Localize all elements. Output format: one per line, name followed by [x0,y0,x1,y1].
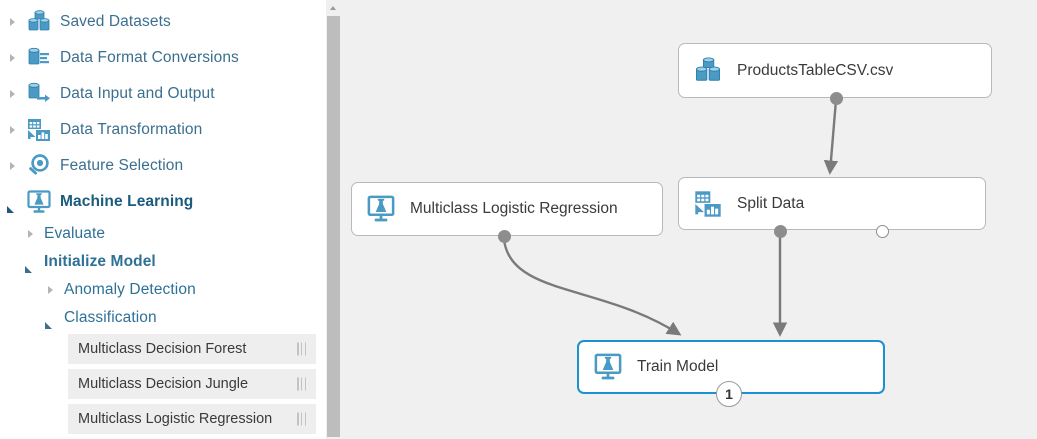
tree-item-label: Data Format Conversions [60,49,239,66]
module-item-label: Multiclass Decision Jungle [78,376,249,392]
scrollbar-thumb[interactable] [327,16,340,437]
module-item-label: Multiclass Decision Forest [78,341,247,357]
tree-item-machine-learning[interactable]: Machine Learning [6,184,193,220]
tree-item-saved-datasets[interactable]: Saved Datasets [6,4,171,40]
chevron-right-icon[interactable] [6,123,20,137]
chevron-right-icon[interactable] [44,283,58,297]
tree-item-label: Data Transformation [60,121,203,138]
tree-item-data-format-conversions[interactable]: Data Format Conversions [6,40,239,76]
module-item-multiclass-decision-forest[interactable]: Multiclass Decision Forest [68,334,316,364]
data-io-icon [26,81,52,107]
chevron-right-icon[interactable] [6,159,20,173]
module-item-multiclass-logistic-regression[interactable]: Multiclass Logistic Regression [68,404,316,434]
machine-learning-icon [26,189,52,215]
tree-item-label: Initialize Model [44,253,156,270]
tree-item-label: Classification [64,309,157,326]
drag-handle-icon[interactable] [297,377,306,391]
tree-item-feature-selection[interactable]: Feature Selection [6,148,183,184]
drag-handle-icon[interactable] [297,342,306,356]
chevron-down-icon[interactable] [6,195,20,213]
chevron-right-icon[interactable] [6,51,20,65]
chevron-right-icon[interactable] [6,87,20,101]
edge-products-csv-to-split-data[interactable] [823,99,839,175]
tree-item-label: Evaluate [44,225,106,242]
tree-item-evaluate[interactable]: Evaluate [24,216,105,252]
data-transform-icon [693,189,723,219]
drag-handle-icon[interactable] [297,412,306,426]
machine-learning-icon [593,352,623,382]
tree-item-label: Feature Selection [60,157,184,174]
feature-select-icon [26,153,52,179]
module-item-label: Multiclass Logistic Regression [78,411,273,427]
canvas-node-label: Train Model [637,358,719,375]
chevron-down-icon[interactable] [44,311,58,329]
canvas-node-split-data[interactable]: Split Data [678,177,986,230]
canvas-node-products-csv[interactable]: ProductsTableCSV.csv [678,43,992,98]
machine-learning-icon [366,194,396,224]
port-output-products-csv[interactable] [829,91,843,105]
chevron-right-icon[interactable] [6,15,20,29]
canvas-node-label: Multiclass Logistic Regression [410,200,618,217]
format-convert-icon [26,45,52,71]
port-output-multiclass-logistic-regression[interactable] [497,229,511,243]
tree-item-label: Saved Datasets [60,13,171,30]
node-status-badge[interactable]: 1 [716,381,742,407]
chevron-right-icon[interactable] [24,227,38,241]
datasets-icon [26,9,52,35]
tree-item-anomaly-detection[interactable]: Anomaly Detection [44,272,196,308]
tree-item-data-transformation[interactable]: Data Transformation [6,112,202,148]
data-transform-icon [26,117,52,143]
sidebar-vertical-scrollbar[interactable] [326,0,341,439]
tree-item-label: Machine Learning [60,193,194,210]
chevron-down-icon[interactable] [24,255,38,273]
scroll-up-arrow-icon[interactable] [326,0,341,14]
edge-multiclass-logistic-regression-to-train-model[interactable] [502,239,682,336]
datasets-icon [693,56,723,86]
canvas-node-label: ProductsTableCSV.csv [737,61,894,79]
canvas-node-train-model[interactable]: Train Model [577,340,885,394]
tree-item-initialize-model[interactable]: Initialize Model [24,244,156,280]
tree-item-label: Data Input and Output [60,85,215,102]
tree-item-data-input-and-output[interactable]: Data Input and Output [6,76,215,112]
module-item-multiclass-decision-jungle[interactable]: Multiclass Decision Jungle [68,369,316,399]
port-output-split-data[interactable] [773,224,787,238]
tree-item-label: Anomaly Detection [64,281,196,298]
tree-item-classification[interactable]: Classification [44,300,157,336]
canvas-node-multiclass-logistic-regression[interactable]: Multiclass Logistic Regression [351,182,663,236]
port-output-split-data[interactable] [875,224,889,238]
canvas-node-label: Split Data [737,194,805,212]
